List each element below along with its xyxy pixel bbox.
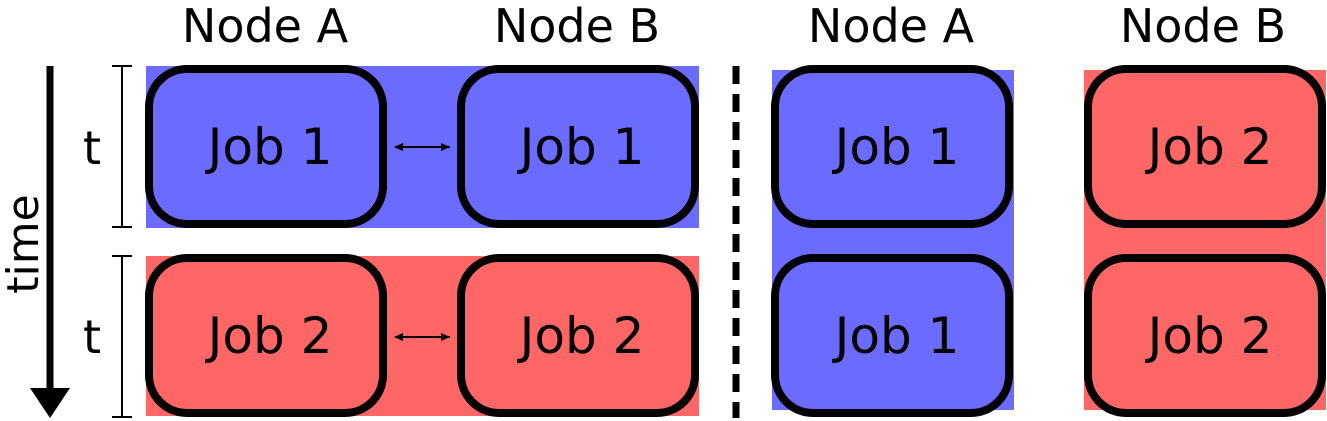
interval-bracket-bottom: t bbox=[83, 255, 132, 418]
header-node-b-right: Node B bbox=[1120, 0, 1286, 53]
job2-node-b-label: Job 2 bbox=[517, 307, 645, 365]
time-arrow-head bbox=[30, 388, 70, 418]
node-b-job2-bottom-label: Job 2 bbox=[1145, 307, 1273, 365]
job1-node-a-box bbox=[145, 65, 387, 228]
node-b-job2-top-label: Job 2 bbox=[1145, 118, 1273, 176]
node-b-job2-bottom-box bbox=[1084, 254, 1326, 417]
job2-node-a-label: Job 2 bbox=[205, 307, 333, 365]
time-axis: time bbox=[0, 66, 70, 418]
header-node-a-left: Node A bbox=[182, 0, 349, 53]
node-a-job1-top-label: Job 1 bbox=[832, 118, 960, 176]
job1-node-b-box bbox=[457, 65, 699, 228]
job2-node-a-box bbox=[145, 254, 387, 417]
header-node-b-left: Node B bbox=[494, 0, 660, 53]
node-a-job1-bottom-box bbox=[771, 254, 1013, 417]
node-b-job2-top-box bbox=[1084, 65, 1326, 228]
header-node-a-right: Node A bbox=[808, 0, 975, 53]
job1-node-b-label: Job 1 bbox=[517, 118, 645, 176]
job2-node-b-box bbox=[457, 254, 699, 417]
node-a-job1-top-box bbox=[771, 65, 1013, 228]
interval-bracket-top: t bbox=[83, 65, 132, 228]
time-label: time bbox=[0, 194, 49, 293]
interval-label-top: t bbox=[83, 121, 101, 175]
interval-label-bottom: t bbox=[83, 310, 101, 364]
job1-node-a-label: Job 1 bbox=[205, 118, 333, 176]
node-a-job1-bottom-label: Job 1 bbox=[832, 307, 960, 365]
